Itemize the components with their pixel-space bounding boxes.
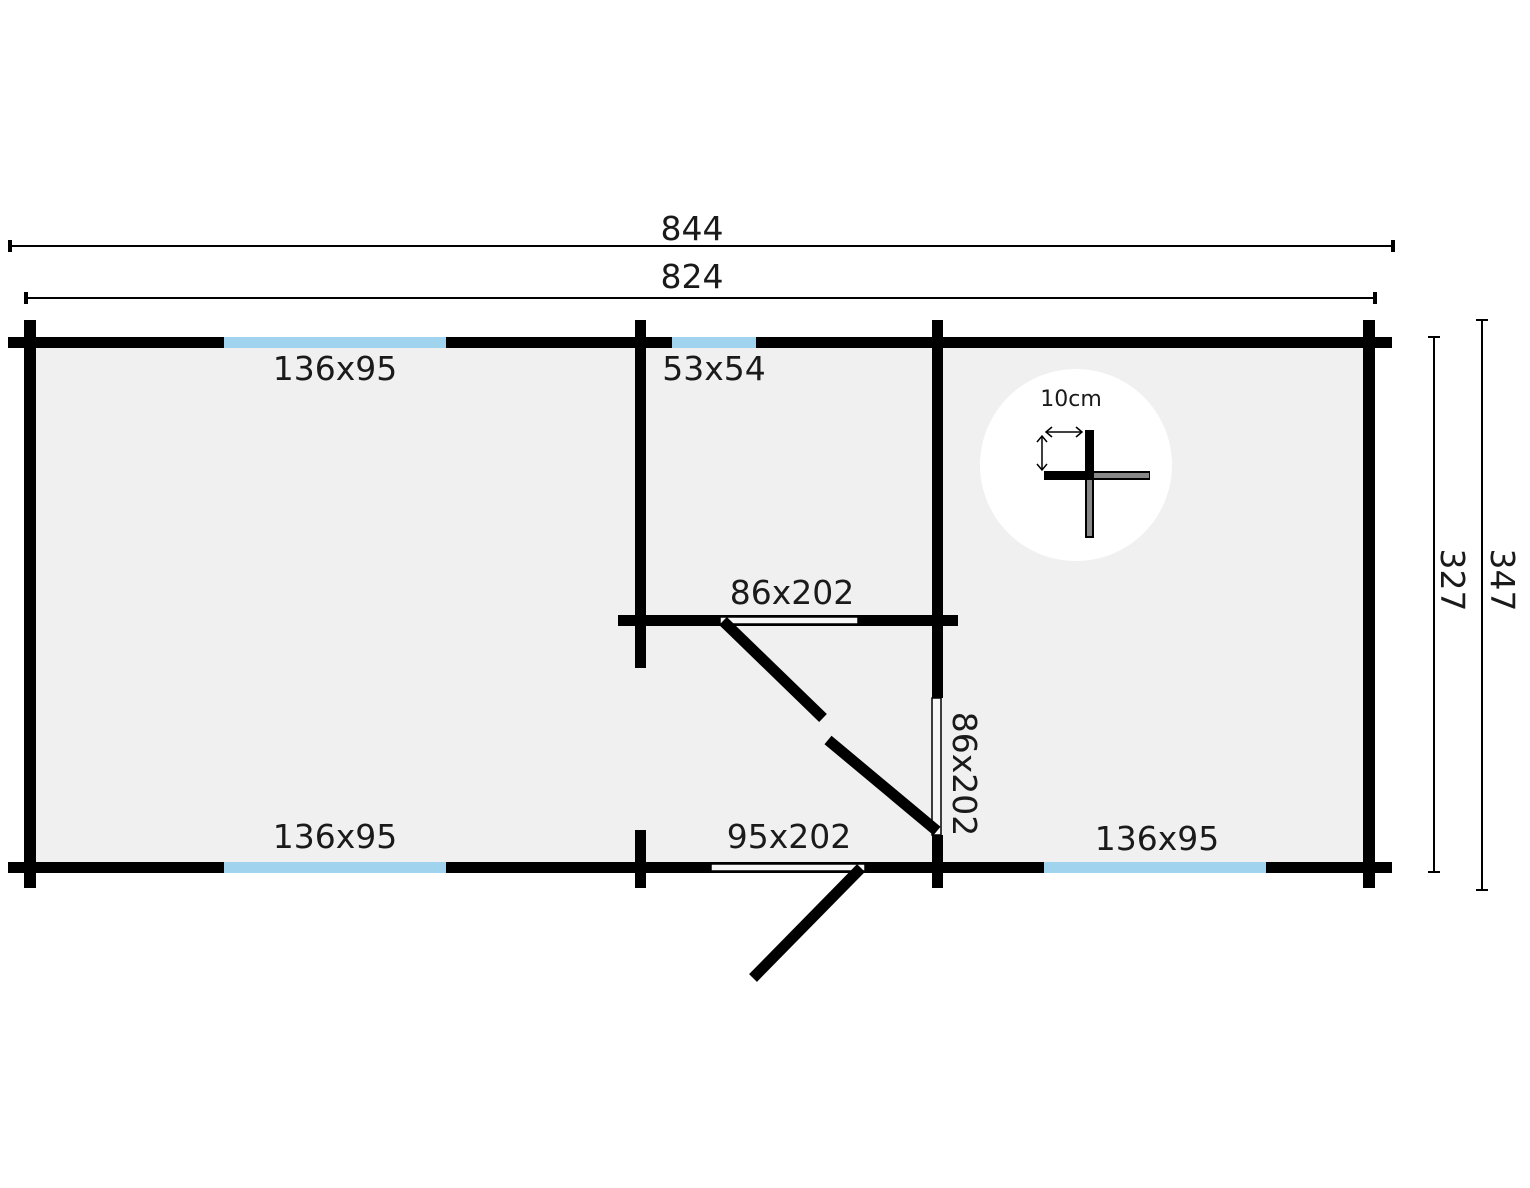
door-side-label: 86x202: [945, 712, 984, 837]
window-bottom-right: [1044, 862, 1266, 873]
dimension-inner-depth-label: 327: [1433, 549, 1472, 612]
wall-partition-right-lower: [932, 835, 943, 888]
floor-area-middle: [640, 342, 937, 867]
door-front-leaf: [749, 864, 865, 982]
dimension-inner-depth: [1428, 336, 1440, 873]
wall-left: [24, 320, 36, 888]
wall-partition-middle-upper: [635, 320, 646, 668]
door-side-leaf: [824, 735, 941, 836]
dimension-inner-width: [24, 292, 1377, 304]
door-front-label: 95x202: [727, 817, 852, 856]
window-bottom-left: [224, 862, 446, 873]
window-top-small: [672, 337, 756, 348]
door-inner-label: 86x202: [730, 573, 855, 612]
floor-area-left: [30, 342, 640, 867]
window-top-left: [224, 337, 446, 348]
wall-right: [1363, 320, 1375, 888]
door-front-frame: [710, 863, 866, 872]
dimension-inner-width-label: 824: [661, 257, 724, 296]
dimension-outer-width: [8, 240, 1395, 252]
dimension-outer-depth: [1476, 319, 1488, 891]
dimension-outer-depth-label: 347: [1483, 549, 1522, 612]
dimension-outer-width-label: 844: [661, 209, 724, 248]
wall-thickness-label: 10cm: [1040, 387, 1102, 412]
window-bottom-left-label: 136x95: [273, 817, 398, 856]
door-inner-leaf: [719, 617, 827, 722]
door-inner-frame: [719, 616, 859, 625]
window-top-left-label: 136x95: [273, 349, 398, 388]
wall-partition-middle-lower: [635, 830, 646, 888]
wall-corner-joint-icon: [980, 369, 1172, 561]
window-bottom-right-label: 136x95: [1095, 819, 1220, 858]
wall-partition-right-upper: [932, 320, 943, 698]
door-side-frame: [931, 697, 942, 836]
wall-bottom: [8, 862, 1392, 873]
window-top-small-label: 53x54: [662, 349, 766, 388]
